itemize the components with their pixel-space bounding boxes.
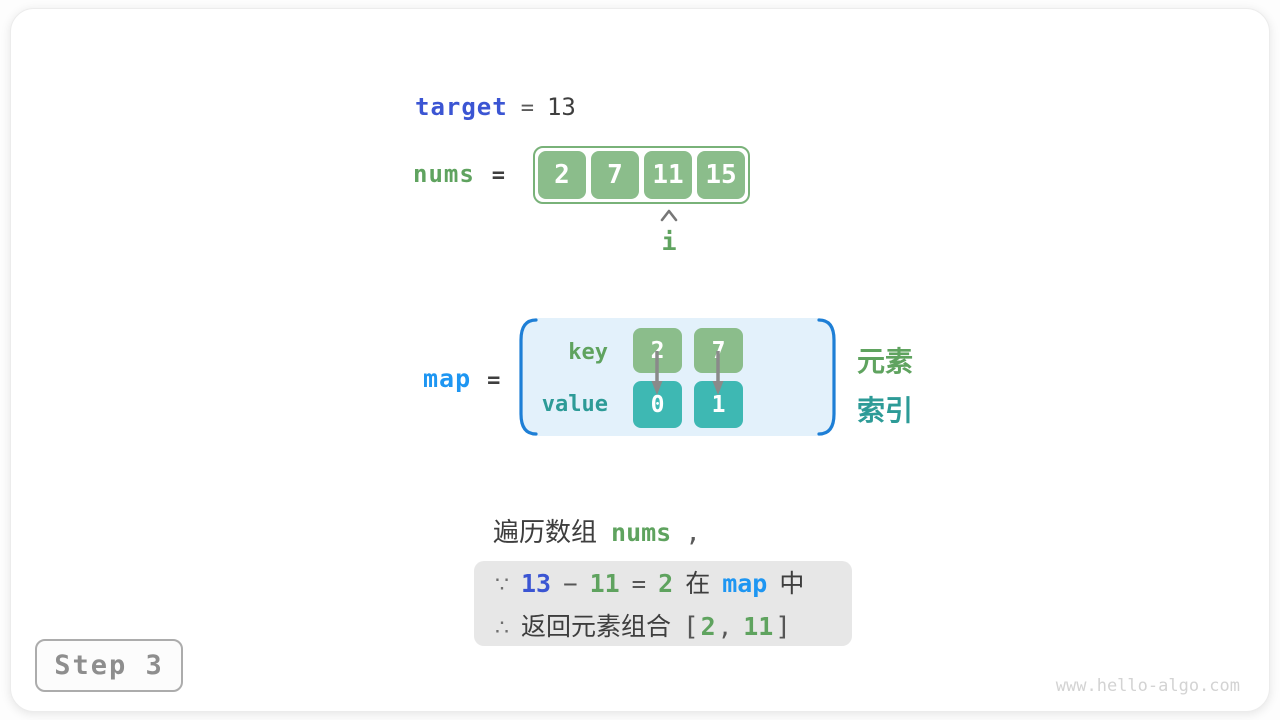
map-left-bracket-icon (517, 318, 539, 436)
result-comma: , (717, 613, 733, 641)
array-cell-3: 15 (697, 151, 745, 199)
map-hash-table: key value 2 7 0 1 (517, 318, 838, 436)
note-line-because: ∵ 13 − 11 = 2 在 map 中 (495, 564, 852, 600)
therefore-symbol: ∴ (495, 615, 509, 640)
map-key-row-label: key (568, 340, 608, 365)
close-bracket: ] (775, 612, 791, 642)
open-bracket: [ (683, 612, 699, 642)
map-code-ref: map (722, 569, 768, 598)
index-side-label: 索引 (857, 395, 914, 426)
arrow-down-icon (711, 351, 725, 397)
map-right-bracket-icon (816, 318, 838, 436)
nums-variable-label: nums (413, 160, 475, 188)
map-key-cell-1: 7 (694, 328, 743, 373)
minus-sign: − (563, 570, 578, 598)
map-equals-sign: = (487, 368, 501, 393)
subtrahend-value: 11 (589, 569, 620, 598)
caption-traverse: 遍历数组 nums , (493, 512, 701, 549)
in-suffix-text: 中 (779, 570, 805, 598)
map-assignment: map = (423, 364, 500, 393)
nums-assignment: nums = (413, 160, 505, 188)
target-variable-label: target (415, 93, 508, 121)
map-value-row-label: value (541, 392, 608, 417)
arrow-down-icon (650, 351, 664, 397)
conclusion-note-box: ∵ 13 − 11 = 2 在 map 中 ∴ 返回元素组合 [ 2 , 11 … (474, 561, 852, 646)
caption-nums-code: nums (611, 518, 672, 547)
minuend-value: 13 (521, 569, 552, 598)
element-side-label: 元素 (857, 346, 914, 377)
array-cell-2: 11 (644, 151, 692, 199)
because-symbol: ∵ (495, 572, 509, 597)
array-cell-0: 2 (538, 151, 586, 199)
map-variable-label: map (423, 364, 472, 393)
note-line-therefore: ∴ 返回元素组合 [ 2 , 11 ] (495, 607, 852, 643)
equals-sign: = (631, 570, 647, 598)
target-equals-sign: = (520, 96, 534, 121)
nums-array: 2 7 11 15 (533, 146, 750, 204)
difference-value: 2 (658, 569, 674, 598)
caret-up-icon (660, 209, 678, 222)
caption-comma: , (685, 518, 701, 548)
array-cell-1: 7 (591, 151, 639, 199)
return-combination-text: 返回元素组合 (521, 613, 672, 641)
result-first-value: 2 (700, 612, 716, 641)
result-second-value: 11 (743, 612, 774, 641)
target-assignment: target = 13 (415, 93, 576, 121)
in-prefix-text: 在 (685, 570, 711, 598)
step-badge: Step 3 (35, 639, 183, 692)
caption-prefix-text: 遍历数组 (493, 517, 598, 547)
hello-algo-watermark: www.hello-algo.com (1055, 676, 1240, 696)
result-pair: [ 2 , 11 ] (683, 612, 791, 642)
target-value: 13 (546, 93, 576, 121)
nums-equals-sign: = (491, 163, 506, 188)
index-pointer-label: i (661, 227, 677, 256)
step-badge-label: Step 3 (54, 650, 164, 681)
